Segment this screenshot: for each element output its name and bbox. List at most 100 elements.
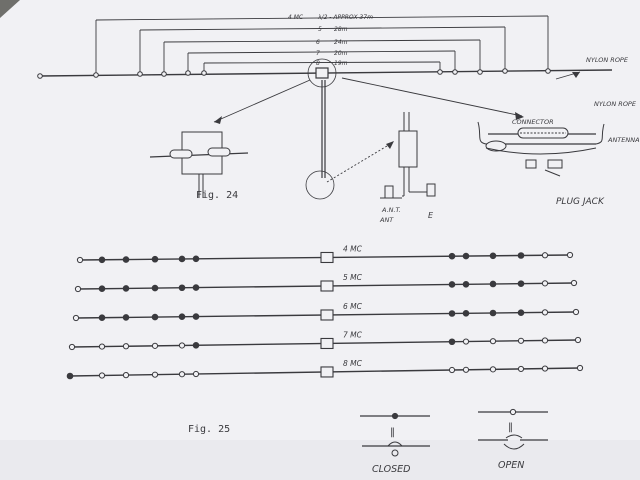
switch-open-dot	[517, 365, 525, 373]
insulator-detail	[149, 131, 249, 198]
feed-end-circle	[305, 170, 335, 200]
switch-open-dot	[576, 364, 584, 372]
switch-closed-dot	[151, 255, 159, 263]
switch-open-dot	[178, 342, 186, 349]
switch-open-dot	[151, 371, 159, 378]
switch-closed-dot	[151, 284, 159, 292]
switch-open-dot	[541, 337, 549, 344]
callout-connector: CONNECTOR	[512, 118, 554, 126]
connector-detail	[477, 121, 605, 177]
band-row-label: 4 MC	[343, 244, 363, 253]
band-row: 8 MC	[66, 359, 584, 380]
dim-label-7: 7	[316, 50, 320, 57]
switch-closed-dot	[178, 313, 186, 321]
dim-label-4mc: 4 MC	[288, 14, 304, 21]
callout-ant-1: A.N.T.	[381, 206, 401, 214]
switch-closed-dot	[462, 281, 470, 288]
dim-label-28m: 28m	[334, 26, 348, 33]
terminal-detail	[380, 112, 436, 199]
switch-open-dot	[462, 366, 470, 373]
fig24-caption: Fig. 24	[196, 190, 238, 201]
dim-label-5: 5	[318, 26, 322, 33]
callout-nylon-rope-top: NYLON ROPE	[586, 56, 629, 64]
band-row: 4 MC	[76, 244, 574, 264]
switch-closed-dot	[489, 252, 497, 260]
switch-open-dot	[572, 308, 580, 316]
dim-label-6: 6	[316, 39, 320, 46]
dim-label-approx: λ/2 - APPROX 37m	[317, 14, 373, 21]
switch-open-dot	[570, 279, 578, 287]
switch-closed-dot	[448, 338, 456, 346]
switch-closed-dot	[151, 313, 159, 321]
switch-closed-dot	[178, 255, 186, 263]
switch-closed-dot	[462, 310, 470, 317]
switch-open-dot	[76, 256, 84, 264]
switch-closed-dot	[192, 313, 200, 320]
switch-closed-dot	[98, 314, 106, 321]
switch-closed-dot	[122, 256, 130, 263]
legend-open-label: OPEN	[498, 460, 524, 471]
dim-label-19m: 19m	[334, 60, 348, 67]
legend-closed-label: CLOSED	[372, 464, 410, 475]
band-row-label: 6 MC	[343, 302, 363, 311]
band-row: 5 MC	[74, 273, 578, 293]
fig24-antenna	[37, 15, 613, 200]
center-insulator	[315, 67, 329, 79]
callout-antenna-element: ANTENNA ELEMENT	[607, 136, 640, 144]
band-row-center-box	[320, 309, 334, 321]
band-row-center-box	[320, 366, 334, 378]
band-row-label: 7 MC	[343, 330, 363, 339]
band-row-label: 5 MC	[343, 273, 363, 282]
fig25-band-rows: 4 MC 5 MC 6 MC 7 MC 8 MC	[66, 244, 584, 380]
switch-closed-dot	[192, 255, 200, 263]
callout-ground: E	[428, 211, 434, 220]
switch-closed-dot	[517, 280, 525, 287]
switch-open-dot	[151, 342, 159, 349]
band-row-center-box	[320, 251, 334, 264]
switch-open-dot	[98, 343, 106, 350]
fig24-labels: 4 MC λ/2 - APPROX 37m 5 28m 6 24m 7 20m …	[196, 14, 640, 224]
switch-closed-dot	[122, 314, 130, 321]
switch-open-dot	[72, 314, 80, 322]
switch-open-dot	[574, 336, 582, 344]
callout-ant-2: ANT	[379, 216, 394, 224]
dim-label-24m: 24m	[334, 39, 348, 46]
switch-open-dot	[489, 338, 497, 345]
switch-open-dot	[74, 285, 82, 293]
dim-label-8: 8	[316, 60, 320, 67]
switch-closed-dot	[448, 252, 456, 260]
switch-legend	[360, 408, 548, 457]
rope-insulators	[37, 68, 551, 79]
switch-open-dot	[192, 370, 200, 378]
switch-closed-dot	[448, 310, 456, 317]
switch-closed-dot	[178, 284, 186, 292]
switch-open-dot	[489, 366, 497, 373]
band-row-center-box	[320, 337, 334, 350]
switch-open-dot	[448, 366, 456, 374]
switch-closed-dot	[98, 256, 106, 264]
dimension-lines	[95, 15, 549, 74]
band-row-label: 8 MC	[343, 359, 363, 368]
switch-open-dot	[178, 371, 186, 378]
switch-closed-dot	[517, 309, 525, 316]
switch-open-dot	[517, 337, 525, 344]
switch-open-dot	[68, 343, 76, 351]
band-row-center-box	[320, 280, 334, 292]
switch-open-dot	[541, 365, 549, 372]
switch-closed-dot	[192, 341, 200, 349]
switch-closed-dot	[489, 309, 497, 317]
switch-closed-dot	[122, 285, 130, 292]
switch-open-dot	[541, 309, 549, 316]
band-row: 7 MC	[68, 330, 582, 351]
legend-equiv-closed: ‖	[390, 427, 395, 438]
legend-equiv-open: ‖	[508, 422, 513, 433]
switch-open-dot	[98, 372, 106, 379]
switch-closed-dot	[448, 281, 456, 288]
switch-closed-dot	[192, 284, 200, 291]
callout-plug-jack: PLUG JACK	[556, 197, 605, 207]
fig25-caption: Fig. 25	[188, 424, 230, 435]
switch-open-dot	[122, 372, 130, 379]
switch-closed-dot	[517, 252, 525, 259]
